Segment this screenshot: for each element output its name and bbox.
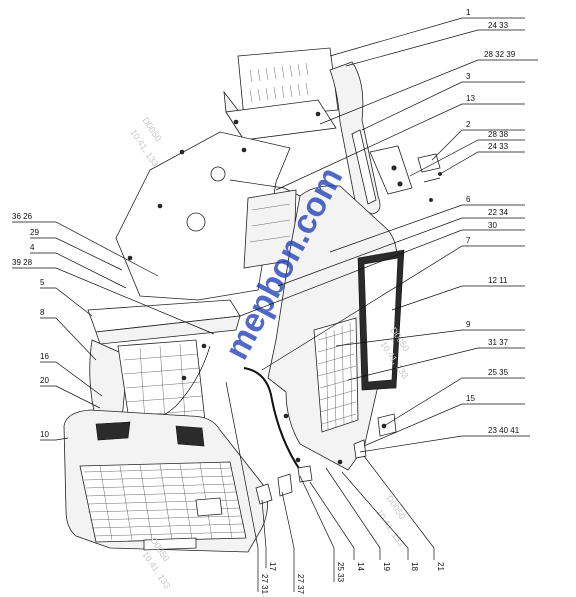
callout-label: 17 [268, 562, 277, 571]
callout-label: 8 [40, 308, 45, 317]
callout-label: 1 [466, 8, 471, 17]
callout-label: 16 [40, 352, 49, 361]
lower-brackets [255, 465, 313, 505]
callout-label: 5 [40, 278, 45, 287]
side-cover-upper [329, 61, 381, 215]
callout-label: 25 35 [488, 368, 509, 377]
callout-label: 30 [488, 221, 497, 230]
callout-label: 22 34 [488, 208, 509, 217]
callout-label: 24 33 [488, 142, 509, 151]
lower-frame-bar [87, 299, 241, 345]
floor-frame-plate [115, 131, 301, 301]
glass-pane [357, 249, 405, 391]
parts-drawing [63, 47, 442, 553]
callout-label: 14 [356, 562, 365, 571]
callout-label: 27 37 [296, 574, 305, 595]
callout-label: 19 [382, 562, 391, 571]
callout-label: 4 [30, 243, 35, 252]
hinge-bracket [369, 145, 442, 202]
callout-label: 2 [466, 120, 471, 129]
callout-label: 9 [466, 320, 471, 329]
front-grille-housing [63, 409, 268, 553]
callout-label: 36 26 [12, 212, 33, 221]
leader-lines [12, 17, 538, 592]
callout-label: 21 [436, 562, 445, 571]
callout-label: 31 37 [488, 338, 509, 347]
callout-label: 12 11 [488, 276, 508, 285]
door-handle [353, 413, 397, 459]
seal-strip [243, 367, 301, 471]
callout-label: 15 [466, 394, 475, 403]
callout-label: 28 38 [488, 130, 509, 139]
callout-label: 24 33 [488, 21, 509, 30]
callout-label: 25 33 [336, 562, 345, 583]
callout-label: 13 [466, 94, 475, 103]
callout-label: 27 31 37 [260, 574, 269, 597]
callout-label: 6 [466, 195, 471, 204]
callout-label: 39 28 [12, 258, 33, 267]
callout-label: 23 40 41 [488, 426, 520, 435]
top-fan-housing [223, 47, 339, 142]
callout-label: 10 [40, 430, 49, 439]
callout-label: 18 [410, 562, 419, 571]
callout-labels: 1 24 33 28 32 39 3 13 2 28 38 24 33 6 22… [12, 8, 520, 597]
callout-label: 7 [466, 236, 471, 245]
callout-label: 3 [466, 72, 471, 81]
callout-label: 20 [40, 376, 49, 385]
callout-label: 29 [30, 228, 39, 237]
callout-label: 28 32 39 [484, 50, 516, 59]
